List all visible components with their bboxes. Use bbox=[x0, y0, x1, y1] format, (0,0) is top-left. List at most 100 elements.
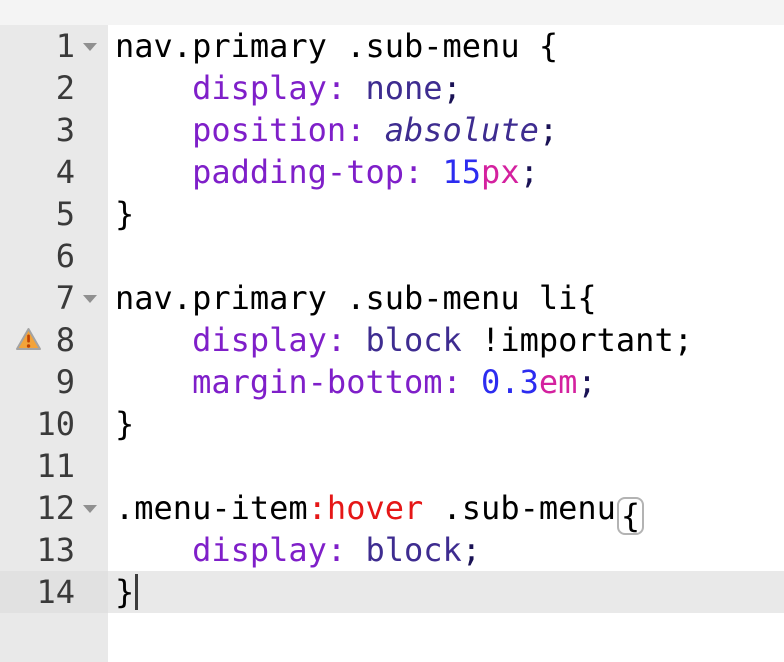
code-line-10[interactable]: 10} bbox=[0, 403, 784, 445]
code-token bbox=[115, 153, 192, 191]
gutter-cell[interactable]: 8 bbox=[0, 319, 108, 361]
code-line-12[interactable]: 12 .menu-item:hover .sub-menu{ bbox=[0, 487, 784, 535]
code-token: display: bbox=[192, 531, 347, 569]
line-number: 2 bbox=[55, 69, 75, 107]
code-token: block bbox=[365, 321, 462, 359]
code-token: } bbox=[115, 573, 135, 611]
code-token: .sub-menu bbox=[423, 489, 616, 527]
line-number: 10 bbox=[36, 405, 75, 443]
code-token: none bbox=[365, 69, 443, 107]
gutter-cell[interactable]: 14 bbox=[0, 571, 108, 613]
code-line-6[interactable]: 6 bbox=[0, 235, 784, 277]
code-token: absolute bbox=[384, 111, 539, 149]
code-token bbox=[115, 363, 192, 401]
code-token: margin-bottom: bbox=[192, 363, 462, 401]
code-line-3[interactable]: 3 position: absolute; bbox=[0, 109, 784, 151]
code-token: display: bbox=[192, 69, 347, 107]
code-token: .menu-item bbox=[115, 489, 308, 527]
code-token: padding-top: bbox=[192, 153, 424, 191]
code-text bbox=[108, 235, 784, 277]
gutter-cell[interactable]: 4 bbox=[0, 151, 108, 193]
code-text: padding-top: 15px; bbox=[108, 151, 784, 193]
gutter-cell[interactable]: 11 bbox=[0, 445, 108, 487]
line-number: 13 bbox=[36, 531, 75, 569]
code-text: display: block !important; bbox=[108, 319, 784, 361]
gutter-cell[interactable]: 1 bbox=[0, 25, 108, 67]
code-token: ; bbox=[461, 531, 482, 569]
code-token: 0.3 bbox=[481, 363, 539, 401]
code-text: display: none; bbox=[108, 67, 784, 109]
matched-brace: { bbox=[616, 497, 645, 535]
code-token: ; bbox=[519, 153, 539, 191]
code-text: display: block; bbox=[108, 529, 784, 571]
line-number: 1 bbox=[55, 27, 75, 65]
code-text: nav.primary .sub-menu { bbox=[108, 25, 784, 67]
code-text: } bbox=[108, 571, 784, 613]
gutter-cell[interactable]: 10 bbox=[0, 403, 108, 445]
code-token bbox=[365, 111, 384, 149]
code-token: ; bbox=[673, 321, 693, 359]
line-number: 4 bbox=[55, 153, 75, 191]
gutter-cell[interactable]: 9 bbox=[0, 361, 108, 403]
code-token: px bbox=[481, 153, 520, 191]
code-line-14[interactable]: 14} bbox=[0, 571, 784, 613]
line-number: 8 bbox=[55, 321, 75, 359]
code-text bbox=[108, 445, 784, 487]
gutter-cell[interactable]: 2 bbox=[0, 67, 108, 109]
code-token bbox=[115, 321, 192, 359]
warning-icon[interactable] bbox=[15, 327, 42, 351]
gutter-cell[interactable]: 13 bbox=[0, 529, 108, 571]
code-token: ; bbox=[577, 363, 597, 401]
code-token bbox=[346, 531, 365, 569]
code-line-5[interactable]: 5} bbox=[0, 193, 784, 235]
line-number: 14 bbox=[36, 573, 75, 611]
code-token: ; bbox=[538, 111, 559, 149]
code-line-7[interactable]: 7 nav.primary .sub-menu li{ bbox=[0, 277, 784, 319]
gutter-cell[interactable]: 6 bbox=[0, 235, 108, 277]
fold-arrow-icon[interactable] bbox=[83, 43, 97, 51]
code-token bbox=[462, 321, 481, 359]
code-line-8[interactable]: 8 display: block !important; bbox=[0, 319, 784, 361]
code-token: !important bbox=[481, 321, 674, 359]
code-line-2[interactable]: 2 display: none; bbox=[0, 67, 784, 109]
gutter-cell[interactable]: 7 bbox=[0, 277, 108, 319]
code-text bbox=[108, 613, 784, 662]
line-number: 7 bbox=[55, 279, 75, 317]
line-number: 12 bbox=[36, 489, 75, 527]
code-line-9[interactable]: 9 margin-bottom: 0.3em; bbox=[0, 361, 784, 403]
fold-arrow-icon[interactable] bbox=[83, 295, 97, 303]
editor-top-strip bbox=[0, 0, 784, 25]
code-token: :hover bbox=[307, 489, 424, 527]
line-number: 9 bbox=[55, 363, 75, 401]
code-text: } bbox=[108, 193, 784, 235]
code-line-13[interactable]: 13 display: block; bbox=[0, 529, 784, 571]
code-token: 15 bbox=[442, 153, 482, 191]
line-number: 3 bbox=[55, 111, 75, 149]
code-token bbox=[346, 321, 365, 359]
code-token: nav.primary .sub-menu { bbox=[115, 27, 559, 65]
line-number: 11 bbox=[36, 447, 75, 485]
code-text: nav.primary .sub-menu li{ bbox=[108, 277, 784, 319]
code-token: ; bbox=[442, 69, 462, 107]
editor-empty-area[interactable] bbox=[0, 613, 784, 662]
code-line-4[interactable]: 4 padding-top: 15px; bbox=[0, 151, 784, 193]
code-token: display: bbox=[192, 321, 347, 359]
code-token: position: bbox=[192, 111, 366, 149]
fold-arrow-icon[interactable] bbox=[83, 505, 97, 513]
code-line-11[interactable]: 11 bbox=[0, 445, 784, 487]
gutter-cell[interactable]: 3 bbox=[0, 109, 108, 151]
code-token bbox=[462, 363, 481, 401]
code-line-1[interactable]: 1 nav.primary .sub-menu { bbox=[0, 25, 784, 67]
gutter-cell[interactable]: 12 bbox=[0, 487, 108, 529]
line-number: 6 bbox=[55, 237, 75, 275]
code-token: nav.primary .sub-menu li{ bbox=[115, 279, 597, 317]
code-token bbox=[115, 531, 192, 569]
code-token: } bbox=[115, 195, 135, 233]
gutter-cell[interactable]: 5 bbox=[0, 193, 108, 235]
text-cursor bbox=[135, 574, 139, 610]
code-text: margin-bottom: 0.3em; bbox=[108, 361, 784, 403]
line-number: 5 bbox=[55, 195, 75, 233]
code-text: } bbox=[108, 403, 784, 445]
